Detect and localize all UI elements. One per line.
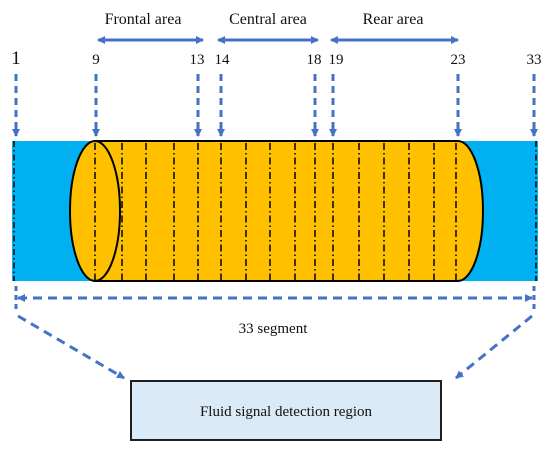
- marker-label-1: 1: [11, 48, 21, 69]
- front-ellipse: [69, 140, 121, 282]
- detection-region-box: [130, 380, 442, 441]
- marker-label-14: 14: [215, 52, 231, 68]
- marker-label-33: 33: [527, 52, 542, 68]
- marker-label-23: 23: [451, 52, 466, 68]
- segment-count-label: 33 segment: [239, 321, 309, 337]
- segment-lines: [94, 143, 457, 280]
- rear-area-label: Rear area: [363, 11, 424, 28]
- marker-label-18: 18: [307, 52, 322, 68]
- converge-arrow-right: [455, 314, 533, 380]
- detection-region-label: Fluid signal detection region: [200, 404, 373, 420]
- marker-label-19: 19: [329, 52, 344, 68]
- central-area-label: Central area: [229, 11, 307, 28]
- cylinder-body: [70, 141, 483, 281]
- frontal-area-label: Frontal area: [105, 11, 182, 28]
- cylinder-rear-cap: [457, 140, 484, 282]
- marker-label-13: 13: [190, 52, 205, 68]
- converge-arrow-left: [17, 314, 125, 380]
- marker-label-9: 9: [92, 52, 100, 68]
